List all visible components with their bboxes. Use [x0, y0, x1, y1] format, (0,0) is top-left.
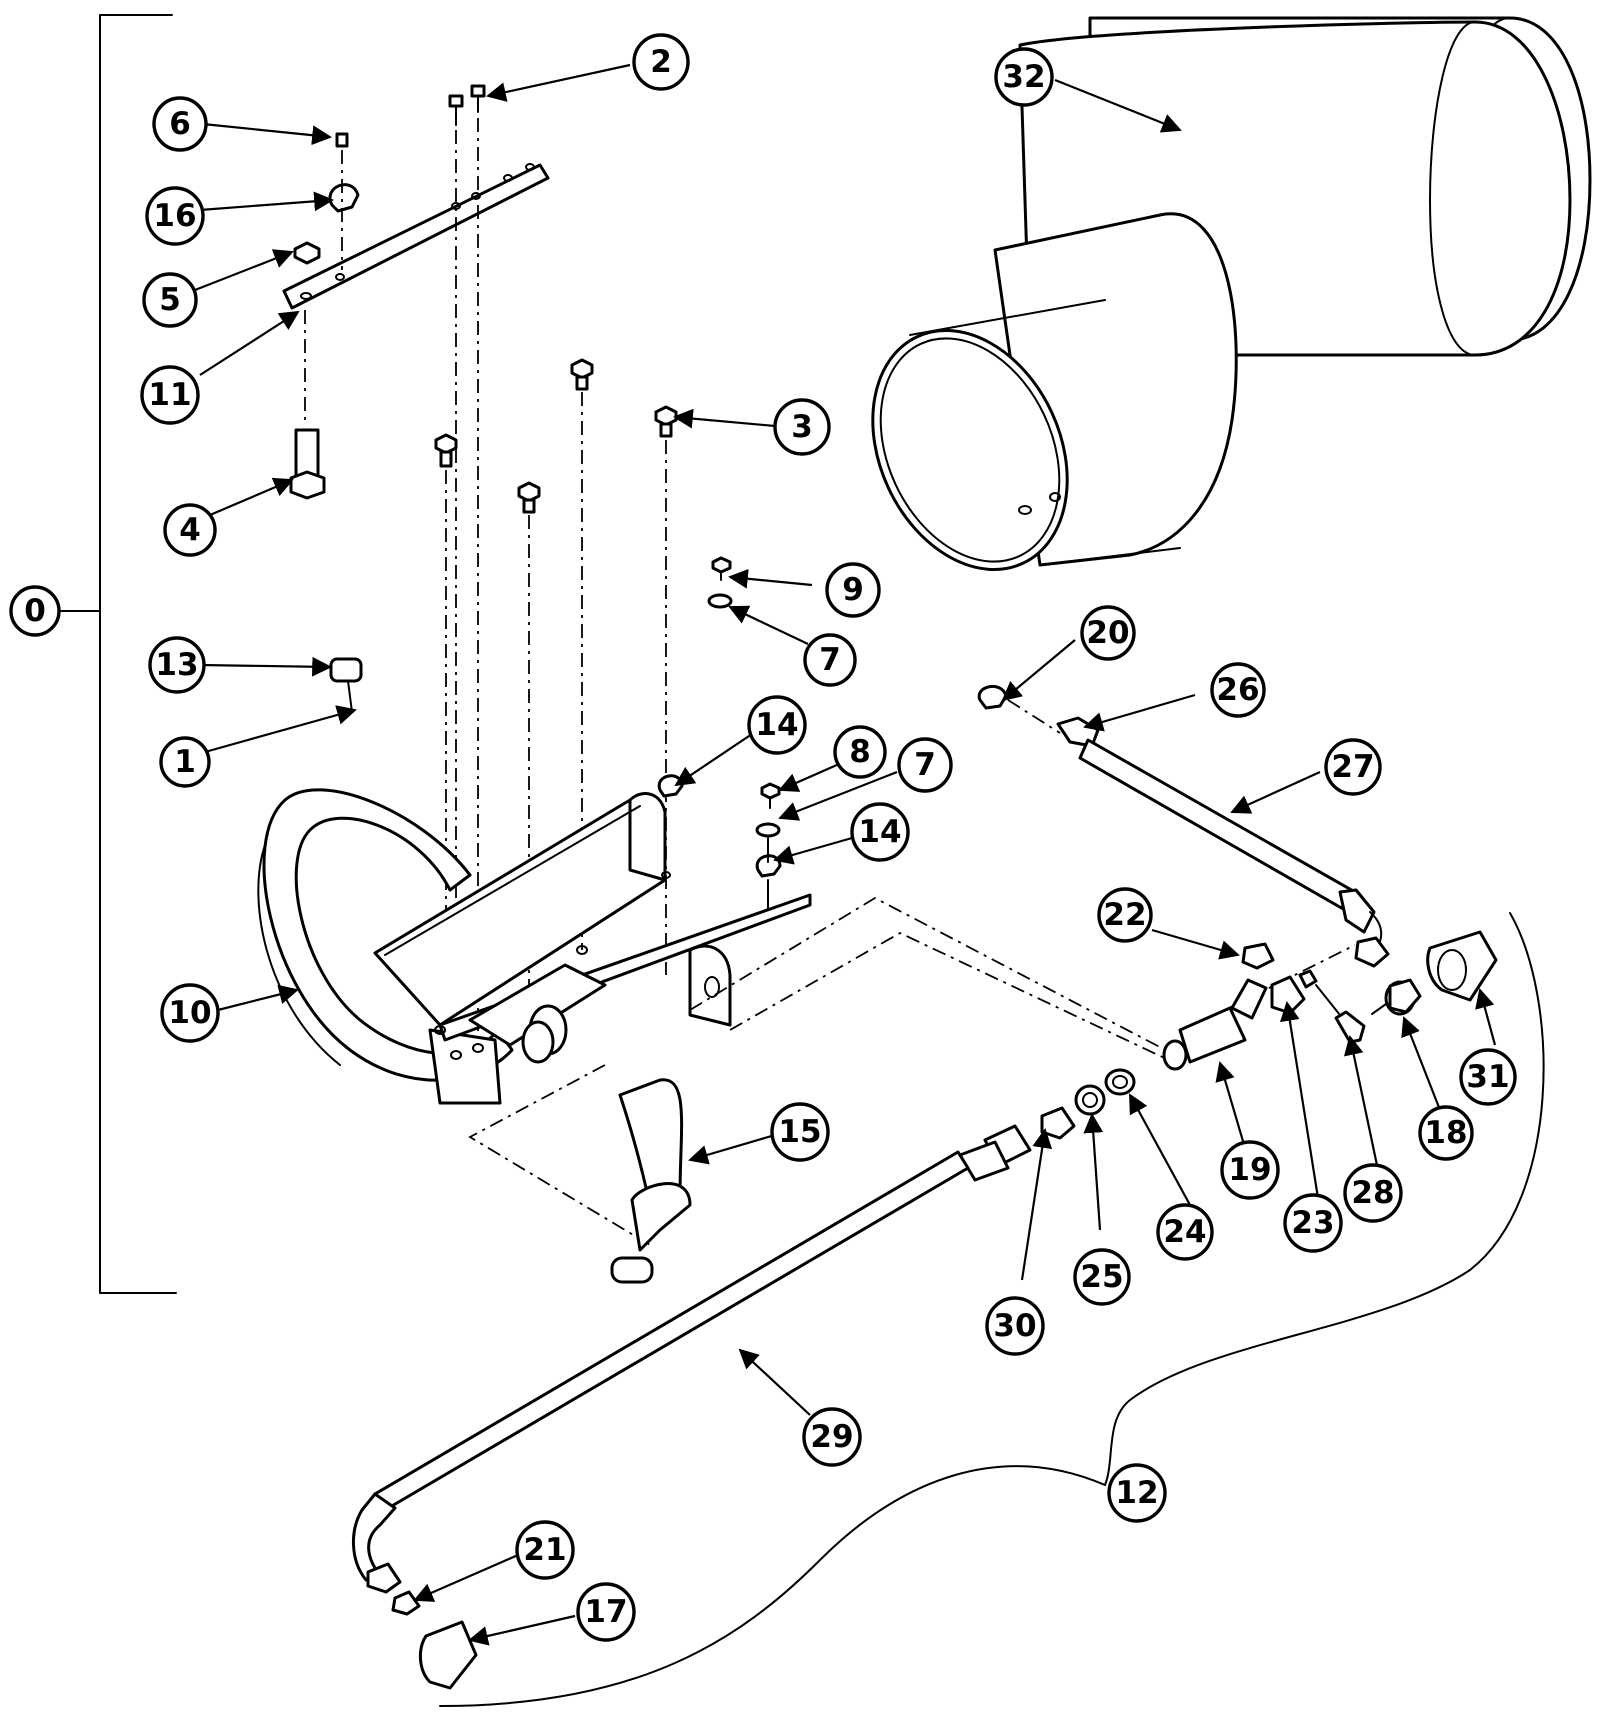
- svg-text:24: 24: [1163, 1214, 1206, 1250]
- assembly-bracket: [59, 14, 177, 1294]
- callout-14a: 14: [747, 695, 807, 755]
- svg-text:26: 26: [1216, 672, 1259, 708]
- svg-text:29: 29: [810, 1419, 853, 1455]
- callout-6: 6: [152, 96, 208, 152]
- tank-saddle: [257, 788, 812, 1105]
- callout-22: 22: [1097, 887, 1153, 943]
- callout-11: 11: [140, 365, 200, 425]
- callout-20: 20: [1080, 605, 1136, 661]
- callout-18: 18: [1418, 1105, 1474, 1161]
- callout-27: 27: [1324, 738, 1382, 796]
- svg-text:27: 27: [1331, 749, 1374, 785]
- svg-text:7: 7: [914, 747, 936, 783]
- dashed-guides: [468, 699, 1356, 1246]
- callout-25: 25: [1073, 1248, 1131, 1306]
- callout-26: 26: [1210, 662, 1266, 718]
- svg-text:16: 16: [153, 198, 196, 234]
- svg-text:4: 4: [179, 512, 201, 548]
- svg-text:1: 1: [174, 744, 196, 780]
- svg-text:8: 8: [849, 734, 871, 770]
- callout-14b: 14: [850, 802, 910, 862]
- callout-17: 17: [576, 1582, 636, 1642]
- svg-text:19: 19: [1228, 1152, 1271, 1188]
- callout-15: 15: [770, 1102, 830, 1162]
- svg-text:12: 12: [1115, 1475, 1158, 1511]
- long-bolt: [289, 428, 326, 500]
- tank-cylinder: [871, 16, 1592, 572]
- svg-text:25: 25: [1080, 1259, 1123, 1295]
- callout-29: 29: [802, 1407, 862, 1467]
- callout-30: 30: [985, 1296, 1045, 1356]
- callout-13: 13: [148, 636, 206, 694]
- svg-text:13: 13: [155, 647, 198, 683]
- callout-28: 28: [1343, 1163, 1403, 1223]
- callout-7a: 7: [803, 633, 857, 687]
- leader-lines: [194, 63, 1497, 1646]
- svg-text:17: 17: [584, 1594, 627, 1630]
- regulator-fittings: [1162, 930, 1498, 1071]
- top-strap: [282, 84, 550, 1055]
- svg-text:11: 11: [148, 377, 191, 413]
- svg-text:15: 15: [778, 1114, 821, 1150]
- callout-5: 5: [142, 272, 198, 328]
- small-hardware: [329, 556, 782, 911]
- callout-0: 0: [9, 585, 61, 637]
- svg-text:14: 14: [755, 707, 798, 743]
- hold-down-clamp: [610, 1078, 692, 1284]
- callout-3: 3: [773, 398, 831, 456]
- svg-text:32: 32: [1002, 59, 1045, 95]
- svg-text:9: 9: [842, 572, 864, 608]
- callout-24: 24: [1156, 1203, 1214, 1261]
- svg-text:23: 23: [1291, 1205, 1334, 1241]
- callout-32: 32: [994, 47, 1054, 107]
- svg-text:3: 3: [791, 409, 813, 445]
- svg-text:22: 22: [1103, 897, 1146, 933]
- callout-31: 31: [1459, 1048, 1517, 1106]
- svg-text:28: 28: [1351, 1175, 1394, 1211]
- callout-23: 23: [1283, 1193, 1343, 1253]
- svg-text:7: 7: [819, 642, 841, 678]
- svg-text:14: 14: [858, 814, 901, 850]
- svg-text:21: 21: [523, 1532, 566, 1568]
- callout-8: 8: [833, 725, 887, 779]
- callout-12: 12: [1107, 1463, 1167, 1523]
- callout-10: 10: [160, 983, 220, 1043]
- callout-16: 16: [145, 186, 205, 246]
- callout-7b: 7: [897, 737, 953, 793]
- svg-text:30: 30: [993, 1308, 1036, 1344]
- lower-hose: [351, 1068, 1136, 1690]
- callout-21: 21: [515, 1520, 575, 1580]
- callout-2: 2: [632, 33, 690, 91]
- callout-9: 9: [825, 562, 881, 618]
- upper-hose: [977, 685, 1390, 968]
- svg-text:2: 2: [650, 44, 672, 80]
- svg-text:6: 6: [169, 106, 191, 142]
- svg-text:18: 18: [1424, 1115, 1467, 1151]
- callout-4: 4: [163, 503, 217, 557]
- hose-group-brace: [439, 912, 1545, 1707]
- svg-text:20: 20: [1086, 615, 1129, 651]
- svg-text:10: 10: [168, 995, 211, 1031]
- svg-text:5: 5: [159, 282, 181, 318]
- callout-19: 19: [1220, 1140, 1280, 1200]
- callout-1: 1: [159, 736, 211, 788]
- svg-text:31: 31: [1466, 1059, 1509, 1095]
- svg-text:0: 0: [24, 593, 46, 629]
